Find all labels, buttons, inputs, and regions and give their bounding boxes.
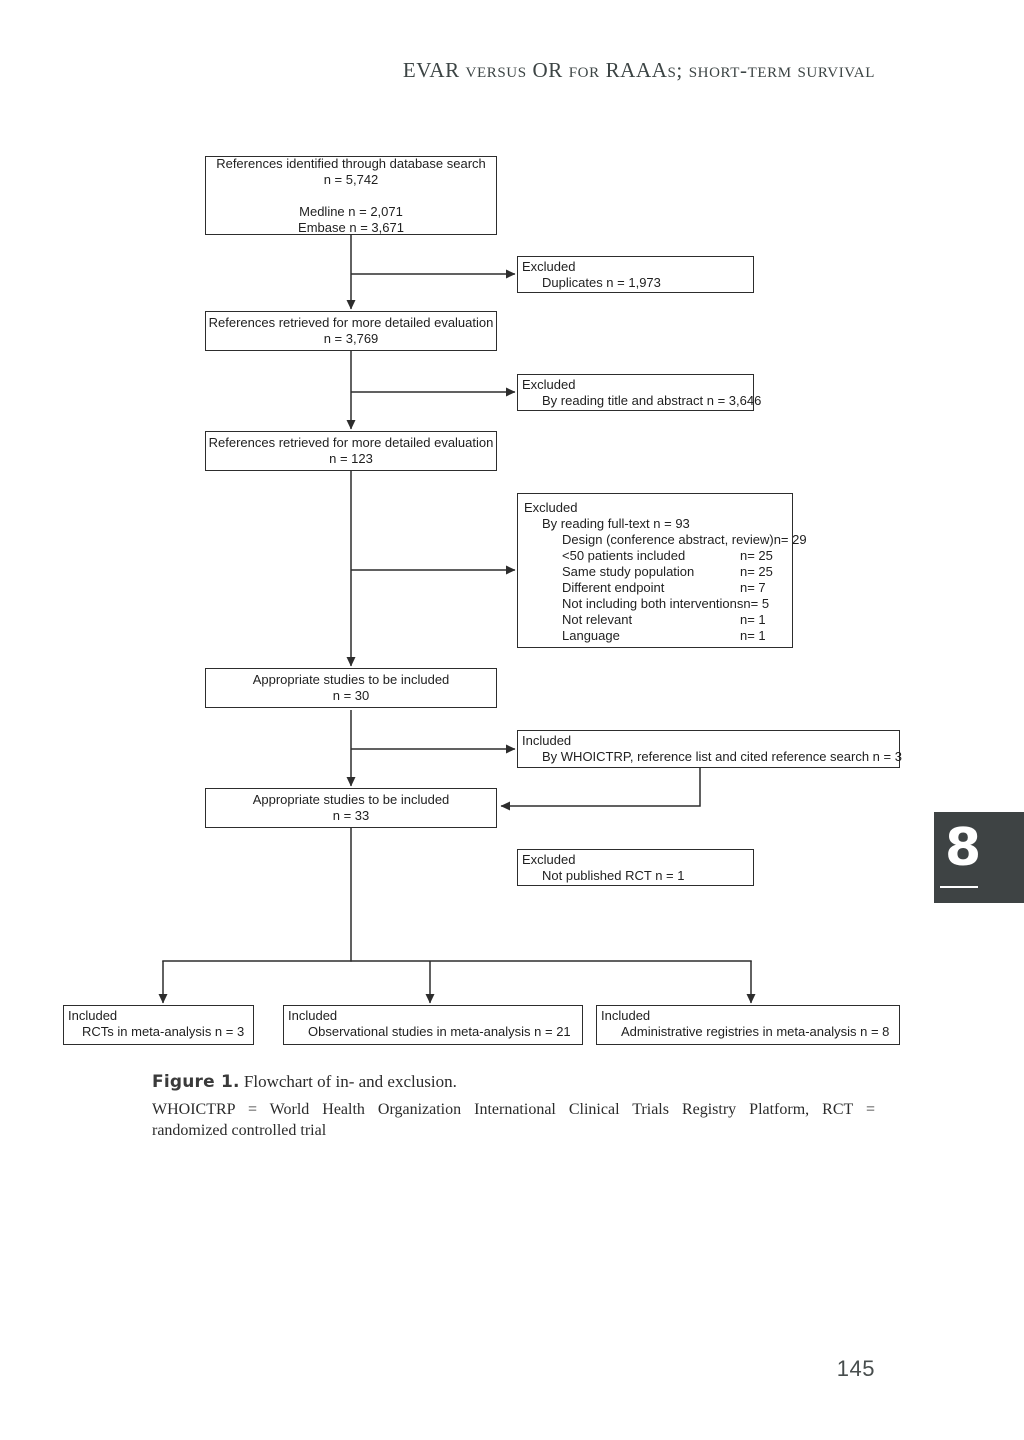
box-detail: Administrative registries in meta-analys… bbox=[621, 1024, 890, 1039]
exclusion-reason-row: Not relevant n= 1 bbox=[524, 612, 786, 628]
box-included-whoictrp: Included By WHOICTRP, reference list and… bbox=[517, 730, 902, 768]
box-appropriate-30: Appropriate studies to be included n = 3… bbox=[205, 668, 497, 708]
reason-value: n= 25 bbox=[740, 548, 773, 563]
reason-label: Not including both interventions bbox=[562, 596, 744, 611]
box-excluded-duplicates: Excluded Duplicates n = 1,973 bbox=[517, 256, 754, 293]
reason-label: Language bbox=[562, 628, 620, 643]
box-line: n = 33 bbox=[332, 808, 370, 823]
caption-note-line1: WHOICTRP = World Health Organization Int… bbox=[152, 1101, 875, 1118]
box-references-retrieved-123: References retrieved for more detailed e… bbox=[205, 431, 497, 471]
box-line: n = 3,769 bbox=[323, 331, 379, 346]
reason-label: Same study population bbox=[562, 564, 695, 579]
page-number: 145 bbox=[836, 1356, 875, 1381]
box-line: n = 5,742 bbox=[323, 171, 379, 187]
reason-label: <50 patients included bbox=[562, 548, 686, 563]
caption-note-line2: randomized controlled trial bbox=[152, 1122, 327, 1139]
box-excluded-not-published-rct: Excluded Not published RCT n = 1 bbox=[517, 849, 754, 886]
flowchart-connectors bbox=[158, 235, 756, 1004]
caption-title: Flowchart of in- and exclusion. bbox=[243, 1072, 457, 1091]
box-line: Appropriate studies to be included bbox=[252, 672, 450, 687]
reason-label: Not relevant bbox=[562, 612, 633, 627]
box-detail: Not published RCT n = 1 bbox=[542, 868, 685, 883]
box-title: Excluded bbox=[522, 259, 576, 274]
chapter-tab: 8 bbox=[934, 812, 1024, 903]
caption-label: Figure 1. bbox=[152, 1072, 240, 1092]
box-title: Excluded bbox=[524, 500, 578, 515]
box-references-identified: References identified through database s… bbox=[205, 156, 497, 235]
box-detail: Duplicates n = 1,973 bbox=[542, 275, 661, 290]
box-title: Included bbox=[522, 733, 572, 748]
flowchart: References identified through database s… bbox=[63, 156, 902, 1045]
box-detail: Observational studies in meta-analysis n… bbox=[308, 1024, 571, 1039]
box-line: Appropriate studies to be included bbox=[252, 792, 450, 807]
box-line: References retrieved for more detailed e… bbox=[208, 435, 494, 450]
box-title: Included bbox=[601, 1008, 651, 1023]
box-line: References identified through database s… bbox=[216, 155, 486, 171]
box-title: Included bbox=[68, 1008, 118, 1023]
box-included-rcts: Included RCTs in meta-analysis n = 3 bbox=[63, 1005, 254, 1045]
box-excluded-fulltext: Excluded By reading full-text n = 93 Des… bbox=[517, 493, 807, 648]
reason-value: n= 7 bbox=[740, 580, 766, 595]
reason-value: n= 29 bbox=[773, 532, 807, 547]
caption-head: Figure 1. Flowchart of in- and exclusion… bbox=[152, 1072, 875, 1092]
exclusion-reason-row: Language n= 1 bbox=[524, 628, 786, 644]
box-line: Embase n = 3,671 bbox=[298, 219, 404, 235]
box-line: n = 30 bbox=[332, 688, 370, 703]
box-line: References retrieved for more detailed e… bbox=[208, 315, 494, 330]
box-detail: By reading title and abstract n = 3,646 bbox=[542, 393, 762, 408]
chapter-tab-rule bbox=[940, 886, 978, 888]
figure-caption: Figure 1. Flowchart of in- and exclusion… bbox=[152, 1072, 875, 1141]
box-detail: RCTs in meta-analysis n = 3 bbox=[82, 1024, 245, 1039]
reason-value: n= 1 bbox=[740, 612, 766, 627]
box-excluded-title-abstract: Excluded By reading title and abstract n… bbox=[517, 374, 762, 411]
box-line: n = 123 bbox=[329, 451, 373, 466]
exclusion-reason-row: Design (conference abstract, review) n= … bbox=[524, 532, 807, 548]
box-included-registries: Included Administrative registries in me… bbox=[596, 1005, 900, 1045]
box-references-retrieved-3769: References retrieved for more detailed e… bbox=[205, 311, 497, 351]
box-title: Excluded bbox=[522, 852, 576, 867]
reason-label: Design (conference abstract, review) bbox=[562, 532, 774, 547]
reason-label: Different endpoint bbox=[562, 580, 665, 595]
exclusion-reason-row: Same study population n= 25 bbox=[524, 564, 786, 580]
chapter-number: 8 bbox=[945, 818, 982, 878]
box-appropriate-33: Appropriate studies to be included n = 3… bbox=[205, 788, 497, 828]
box-title: Excluded bbox=[522, 377, 576, 392]
box-detail: By WHOICTRP, reference list and cited re… bbox=[542, 749, 902, 764]
exclusion-reason-row: Different endpoint n= 7 bbox=[524, 580, 786, 596]
box-line: Medline n = 2,071 bbox=[299, 203, 403, 219]
box-included-observational: Included Observational studies in meta-a… bbox=[283, 1005, 583, 1045]
box-title: Included bbox=[288, 1008, 338, 1023]
reason-value: n= 1 bbox=[740, 628, 766, 643]
exclusion-reason-row: <50 patients included n= 25 bbox=[524, 548, 786, 564]
running-head: EVAR versus OR for RAAAs; short-term sur… bbox=[402, 58, 875, 82]
reason-value: n= 5 bbox=[743, 596, 770, 611]
exclusion-reason-row: Not including both interventions n= 5 bbox=[524, 596, 786, 612]
reason-value: n= 25 bbox=[740, 564, 773, 579]
box-subtitle: By reading full-text n = 93 bbox=[542, 516, 690, 531]
